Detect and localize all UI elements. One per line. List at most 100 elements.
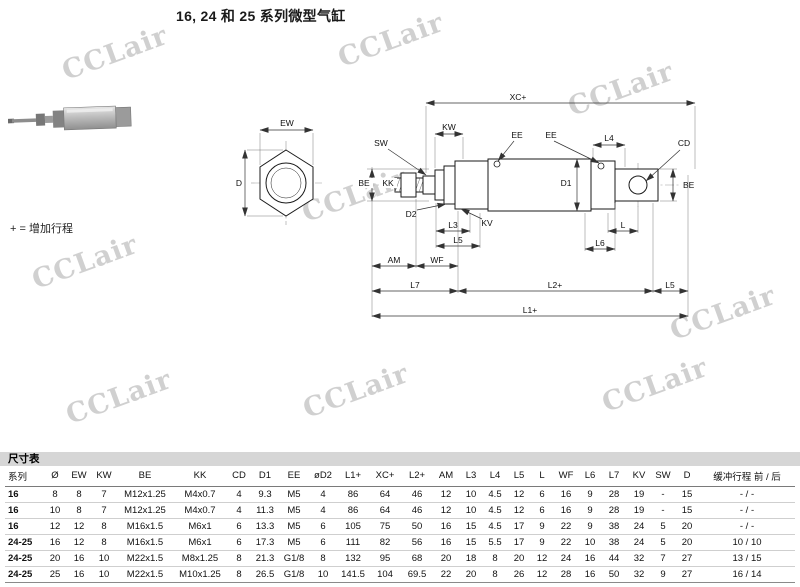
watermark: CCLair: [28, 229, 142, 296]
table-cell: 10: [43, 502, 67, 519]
table-cell: 10: [579, 534, 601, 551]
table-cell: 27: [675, 550, 699, 567]
table-cell: 22: [553, 518, 579, 535]
dimension-labels: XC+ EW D KW SW EE EE L4 CD BE KK D1 BE D…: [236, 92, 695, 315]
table-cell: 82: [369, 534, 401, 551]
table-cell: M5: [279, 534, 309, 551]
table-cell: 22: [553, 534, 579, 551]
dim-label-l: L: [621, 220, 626, 230]
table-cell: 69.5: [401, 566, 433, 583]
table-cell: 28: [553, 566, 579, 583]
column-header: KW: [91, 466, 117, 487]
table-cell: 16: [433, 518, 459, 535]
table-cell: M8x1.25: [173, 550, 227, 567]
column-header: L4: [483, 466, 507, 487]
table-cell: - / -: [699, 486, 795, 503]
table-cell: 8: [91, 518, 117, 535]
dim-label-xc: XC+: [510, 92, 527, 102]
column-header: D1: [251, 466, 279, 487]
table-cell: 9: [531, 518, 553, 535]
page-title: 16, 24 和 25 系列微型气缸: [176, 8, 346, 24]
table-cell: 18: [459, 550, 483, 567]
table-cell: 6: [227, 534, 251, 551]
table-cell: 12: [433, 502, 459, 519]
dim-label-d1: D1: [561, 178, 572, 188]
table-cell: 32: [627, 566, 651, 583]
table-cell: 8: [91, 534, 117, 551]
dim-label-l1: L1+: [523, 305, 537, 315]
table-cell: 7: [91, 502, 117, 519]
table-cell: 12: [507, 486, 531, 503]
table-cell: 11.3: [251, 502, 279, 519]
extension-lines: [247, 106, 696, 317]
table-cell: 4: [227, 502, 251, 519]
table-cell: 86: [337, 502, 369, 519]
table-cell: 56: [401, 534, 433, 551]
dim-label-kw: KW: [442, 122, 456, 132]
table-cell: M4x0.7: [173, 486, 227, 503]
table-cell: 21.3: [251, 550, 279, 567]
table-cell: 9: [651, 566, 675, 583]
column-header: AM: [433, 466, 459, 487]
table-cell: 24: [553, 550, 579, 567]
dim-label-kv: KV: [481, 218, 493, 228]
table-cell: M6x1: [173, 518, 227, 535]
table-cell: 13 / 15: [699, 550, 795, 567]
table-cell: M12x1.25: [117, 502, 173, 519]
table-cell: 16: [5, 486, 43, 503]
table-cell: 13.3: [251, 518, 279, 535]
column-header: L: [531, 466, 553, 487]
table-cell: 68: [401, 550, 433, 567]
table-cell: 8: [227, 566, 251, 583]
table-cell: 8: [309, 550, 337, 567]
table-cell: 4.5: [483, 502, 507, 519]
table-cell: 46: [401, 486, 433, 503]
table-cell: 64: [369, 502, 401, 519]
table-cell: 12: [67, 534, 91, 551]
table-cell: 5: [651, 518, 675, 535]
table-cell: 16: [5, 518, 43, 535]
table-cell: G1/8: [279, 550, 309, 567]
table-cell: 8: [483, 550, 507, 567]
table-cell: 132: [337, 550, 369, 567]
table-cell: 26.5: [251, 566, 279, 583]
column-header: L5: [507, 466, 531, 487]
table-cell: 15: [675, 502, 699, 519]
table-cell: 9.3: [251, 486, 279, 503]
table-cell: 28: [601, 486, 627, 503]
table-cell: 16: [579, 566, 601, 583]
table-cell: 104: [369, 566, 401, 583]
watermark: CCLair: [334, 7, 448, 74]
table-cell: 24-25: [5, 550, 43, 567]
dim-label-cd: CD: [678, 138, 690, 148]
table-cell: 6: [531, 502, 553, 519]
table-cell: 9: [531, 534, 553, 551]
table-cell: 50: [401, 518, 433, 535]
table-cell: 25: [43, 566, 67, 583]
table-caption: 尺寸表: [0, 452, 800, 466]
table-cell: 24-25: [5, 566, 43, 583]
table-cell: 24-25: [5, 534, 43, 551]
table-cell: 12: [531, 566, 553, 583]
dim-label-ee-rear: EE: [545, 130, 557, 140]
table-cell: 22: [433, 566, 459, 583]
column-header: CD: [227, 466, 251, 487]
table-cell: 8: [43, 486, 67, 503]
dim-label-be-left: BE: [358, 178, 370, 188]
table-cell: 15: [459, 534, 483, 551]
column-header: øD2: [309, 466, 337, 487]
table-cell: 10: [91, 550, 117, 567]
table-cell: M10x1.25: [173, 566, 227, 583]
table-cell: 16: [579, 550, 601, 567]
table-cell: 9: [579, 518, 601, 535]
table-cell: 16: [5, 502, 43, 519]
table-cell: 86: [337, 486, 369, 503]
